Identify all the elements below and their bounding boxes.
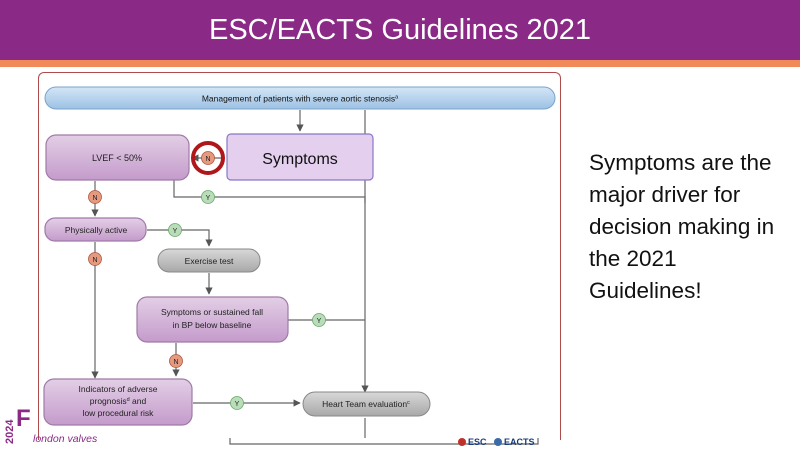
diagram-frame [38,72,561,440]
indicators-line3: low procedural risk [83,408,155,418]
no-marker-lvef [88,190,102,204]
lvef-box [45,134,190,181]
connector-bottom-bracket [229,438,539,445]
svg-text:Y: Y [235,401,240,408]
heart-team-label: Heart Team evaluationc [322,399,410,409]
indicators-line2: prognosisd and [90,396,147,406]
eacts-globe-icon [494,438,502,446]
exercise-test-label: Exercise test [185,256,234,266]
symptoms-bp-line2: in BP below baseline [173,320,252,330]
eacts-logo: EACTS [494,437,535,447]
svg-text:N: N [92,257,97,264]
key-message: Symptoms are the major driver for decisi… [589,150,775,303]
symptoms-box [226,133,374,181]
physically-active-label: Physically active [65,225,128,235]
physically-active-box [44,217,147,242]
exercise-test-box [157,248,261,273]
yes-marker-symptoms-bp [312,313,326,327]
svg-text:Y: Y [206,195,211,202]
symptoms-bp-line1: Symptoms or sustained fall [161,307,263,317]
conference-logo-mark: F [16,405,31,432]
esc-heart-icon [458,438,466,446]
heart-team-box [302,391,431,417]
symptoms-bp-box [136,296,289,343]
yes-marker-indicators [230,396,244,410]
lvef-label: LVEF < 50% [92,153,142,163]
connector-active-to-exercise [147,229,213,247]
yes-marker-active [168,223,182,237]
svg-text:N: N [205,156,210,163]
highlight-circle [191,141,225,175]
svg-text:N: N [173,359,178,366]
svg-text:Y: Y [173,228,178,235]
header-bar [0,0,800,60]
no-marker-symptoms-bp [169,354,183,368]
no-marker-active [88,252,102,266]
slide-title: ESC/EACTS Guidelines 2021 [208,14,592,46]
connectors [91,110,539,445]
svg-text:Y: Y [317,318,322,325]
conference-name: london valves [33,433,98,445]
symptoms-label: Symptoms [262,151,338,168]
title-box [44,86,556,110]
no-marker-symptoms [201,151,215,165]
svg-text:N: N [92,195,97,202]
esc-logo: ESC [458,437,487,447]
indicators-box [43,378,193,426]
header-accent-stripe [0,60,800,67]
yes-marker-lvef [201,190,215,204]
title-box-label: Management of patients with severe aorti… [202,94,399,104]
indicators-line1: Indicators of adverse [79,384,158,394]
